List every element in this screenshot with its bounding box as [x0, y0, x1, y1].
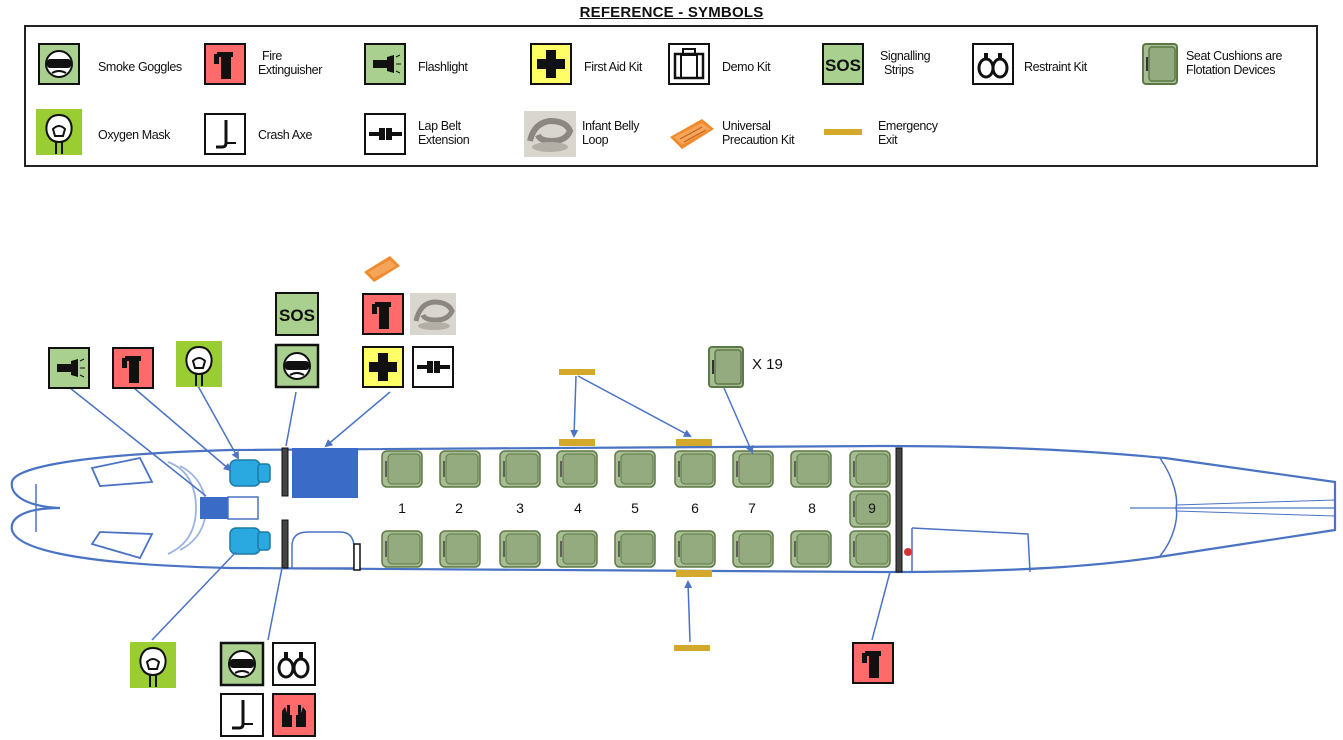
- crew-seat-upper: [229, 459, 271, 487]
- rear-bulkhead: [895, 447, 903, 573]
- row-number-6: 6: [691, 500, 699, 516]
- row-number-7: 7: [748, 500, 756, 516]
- legend-line-strips: Strips: [884, 63, 914, 77]
- legend-line-exit: Exit: [878, 133, 898, 147]
- seat-row-top: [381, 450, 891, 488]
- row-number-4: 4: [574, 500, 582, 516]
- infant-belly-loop-icon: [524, 111, 576, 157]
- cockpit-console: [200, 497, 228, 519]
- oxygen-mask-icon: [36, 109, 82, 155]
- legend-line-lap-belt: Lap Belt: [418, 119, 461, 133]
- rear-fire-extinguisher-marker: [904, 548, 912, 556]
- legend-line-universal: Universal: [722, 119, 771, 133]
- crash-axe-icon: [204, 113, 246, 155]
- smoke-goggles-icon: [38, 43, 80, 85]
- sos-text-callout: SOS: [279, 306, 315, 325]
- legend-label-first-aid-kit: First Aid Kit: [584, 60, 643, 74]
- emergency-exit-icon: [824, 129, 862, 135]
- emergency-exit-row4: [559, 439, 595, 446]
- legend-label-flashlight: Flashlight: [418, 60, 468, 74]
- seat-row-bottom: [381, 530, 891, 568]
- row-number-3: 3: [516, 500, 524, 516]
- row-number-5: 5: [631, 500, 639, 516]
- callout-fire-extinguisher-galley-icon: [362, 293, 404, 335]
- legend-line-seat-cushions: Seat Cushions are: [1186, 49, 1283, 63]
- exit-symbol-top: [559, 369, 595, 375]
- row-number-9: 9: [868, 500, 876, 516]
- cushion-count: X 19: [752, 356, 783, 373]
- sos-icon: SOS: [822, 43, 864, 85]
- legend-label-precaution-kit: Universal Precaution Kit: [722, 119, 795, 147]
- callout-smoke-goggles-lower-icon: [219, 641, 265, 687]
- callout-precaution-kit-icon: [364, 256, 400, 282]
- legend-label-seat-cushions: Seat Cushions are Flotation Devices: [1186, 49, 1282, 77]
- callout-oxygen-mask-icon: [176, 341, 222, 387]
- lap-belt-icon: [364, 113, 406, 155]
- legend-line-extinguisher: Extinguisher: [258, 63, 322, 77]
- callout-crash-axe-icon: [220, 693, 264, 737]
- sos-text-legend: SOS: [825, 56, 861, 75]
- legend-label-restraint-kit: Restraint Kit: [1024, 60, 1087, 74]
- flashlight-icon: [364, 43, 406, 85]
- cockpit-window-lower: [90, 531, 154, 560]
- row-number-8: 8: [808, 500, 816, 516]
- callout-gloves-icon: [272, 693, 316, 737]
- legend-label-lap-belt: Lap Belt Extension: [418, 119, 470, 147]
- callout-seat-cushion-icon: [708, 346, 744, 388]
- galley: [292, 448, 358, 498]
- legend-line-extension: Extension: [418, 133, 470, 147]
- emergency-exit-row6-bottom: [676, 570, 712, 577]
- row-number-2: 2: [455, 500, 463, 516]
- legend-label-fire-extinguisher: Fire Extinguisher: [258, 49, 322, 77]
- legend-label-demo-kit: Demo Kit: [722, 60, 771, 74]
- callout-flashlight-icon: [48, 347, 90, 389]
- cockpit-window-upper: [90, 456, 154, 487]
- callout-first-aid-kit-icon: [362, 346, 404, 388]
- fuselage-outline: [10, 444, 1337, 574]
- callout-fire-extinguisher-icon: [112, 347, 154, 389]
- callout-fire-extinguisher-rear-icon: [852, 642, 894, 684]
- row-number-1: 1: [398, 500, 406, 516]
- legend-label-emergency-exit: Emergency Exit: [878, 119, 938, 147]
- forward-bulkhead-lower: [281, 519, 289, 569]
- legend-line-flotation: Flotation Devices: [1186, 63, 1276, 77]
- legend-line-emergency: Emergency: [878, 119, 938, 133]
- legend-line-infant-belly: Infant Belly: [582, 119, 640, 133]
- legend-label-infant-belly-loop: Infant Belly Loop: [582, 119, 639, 147]
- legend-label-crash-axe: Crash Axe: [258, 128, 313, 142]
- legend-line-loop: Loop: [582, 133, 609, 147]
- symbols-legend: Smoke Goggles Fire Extinguisher Flashlig…: [24, 25, 1318, 167]
- demo-kit-icon: [668, 43, 710, 85]
- fire-extinguisher-icon: [204, 43, 246, 85]
- precaution-kit-icon: [670, 119, 714, 149]
- forward-bulkhead-upper: [281, 447, 289, 497]
- legend-line-precaution-kit: Precaution Kit: [722, 133, 795, 147]
- legend-line-signalling: Signalling: [880, 49, 931, 63]
- exit-symbol-bottom: [674, 645, 710, 651]
- lavatory: [291, 531, 355, 569]
- legend-label-smoke-goggles: Smoke Goggles: [98, 60, 182, 74]
- legend-label-oxygen-mask: Oxygen Mask: [98, 128, 171, 142]
- legend-line-fire: Fire: [262, 49, 282, 63]
- callout-restraint-kit-icon: [272, 642, 316, 686]
- callout-smoke-goggles-icon: [274, 343, 320, 389]
- reference-title: REFERENCE - SYMBOLS: [579, 4, 764, 21]
- callout-oxygen-mask-lower-icon: [130, 642, 176, 688]
- callout-sos-icon: SOS: [275, 292, 319, 336]
- first-aid-kit-icon: [530, 43, 572, 85]
- crew-seat-lower: [229, 527, 271, 555]
- legend-label-signalling-strips: Signalling Strips: [880, 49, 931, 77]
- emergency-exit-row6-top: [676, 439, 712, 446]
- callout-infant-belly-loop-icon: [410, 293, 456, 335]
- callout-lap-belt-icon: [412, 346, 454, 388]
- restraint-kit-icon: [972, 43, 1014, 85]
- seat-cushion-icon: [1142, 43, 1178, 85]
